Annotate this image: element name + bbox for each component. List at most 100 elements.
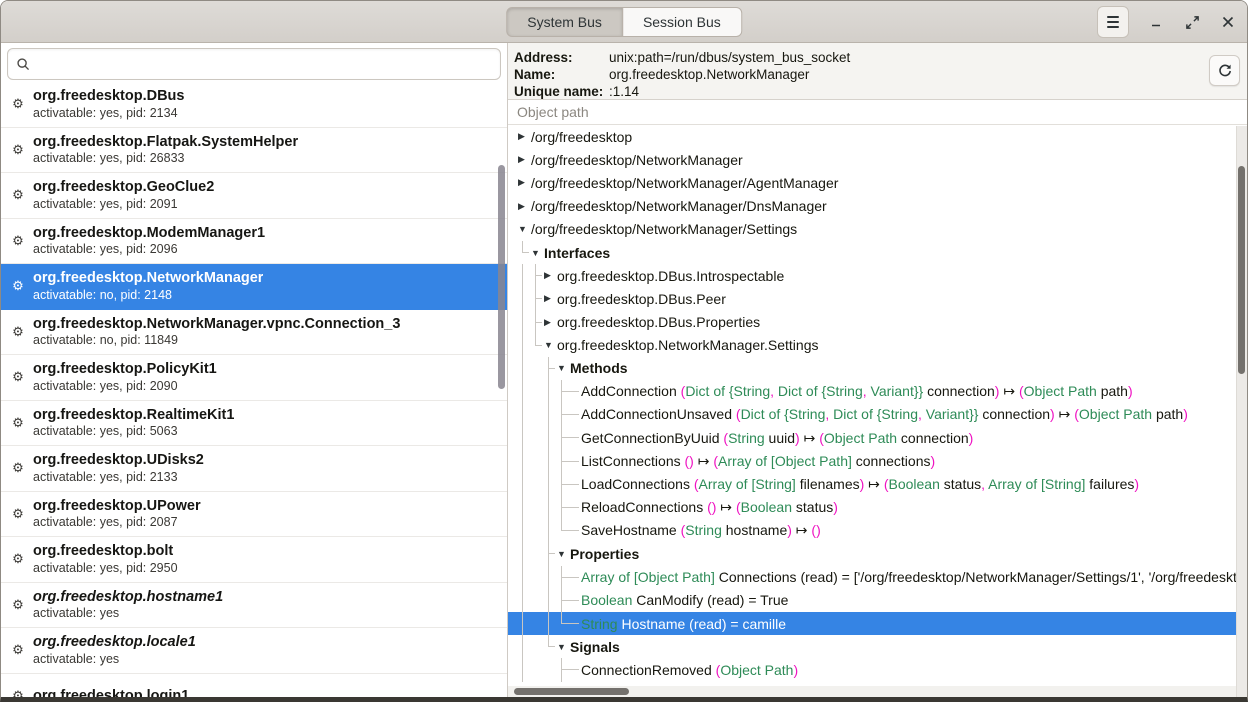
- tree-guide-cell: [529, 658, 542, 681]
- expander-closed-icon[interactable]: ▶: [518, 177, 525, 188]
- service-detail: activatable: yes, pid: 2950: [33, 560, 178, 575]
- tree-row-label: org.freedesktop.DBus.Introspectable: [557, 268, 784, 284]
- maximize-icon: [1185, 15, 1199, 29]
- menu-button[interactable]: [1097, 6, 1129, 38]
- service-list-item[interactable]: ⚙ org.freedesktop.locale1 activatable: y…: [1, 628, 507, 674]
- tree-guide-cell: [516, 588, 529, 612]
- tree-label-segment: (): [684, 452, 694, 469]
- expander-open-icon[interactable]: ▼: [557, 548, 566, 559]
- service-list-item[interactable]: ⚙ org.freedesktop.NetworkManager activat…: [1, 264, 507, 310]
- tree-row[interactable]: AddConnection (Dict of {String, Dict of …: [508, 380, 1247, 404]
- tree-horizontal-scrollbar-thumb[interactable]: [514, 688, 629, 695]
- tree-row[interactable]: GetConnectionByUuid (String uuid) ↦ (Obj…: [508, 426, 1247, 450]
- tree-guide-cell: [568, 566, 581, 589]
- service-list-item[interactable]: ⚙ org.freedesktop.UPower activatable: ye…: [1, 492, 507, 537]
- tab-system-bus[interactable]: System Bus: [506, 7, 623, 37]
- search-input[interactable]: [39, 55, 492, 73]
- tree-label-segment: LoadConnections: [581, 475, 694, 492]
- service-list-item[interactable]: ⚙ org.freedesktop.RealtimeKit1 activatab…: [1, 401, 507, 446]
- tree-row[interactable]: ▶ org.freedesktop.DBus.Introspectable: [508, 264, 1247, 288]
- tree-guide-cell: [516, 519, 529, 543]
- tree-row-label: /org/freedesktop/NetworkManager/AgentMan…: [531, 175, 838, 191]
- service-list-item[interactable]: ⚙ org.freedesktop.UDisks2 activatable: y…: [1, 446, 507, 492]
- tree-guide-cell: [516, 472, 529, 496]
- expander-closed-icon[interactable]: ▶: [544, 316, 551, 327]
- tree-row[interactable]: ▼ Signals: [508, 635, 1247, 659]
- tree-row[interactable]: ▶ /org/freedesktop/NetworkManager/AgentM…: [508, 171, 1247, 194]
- tree-guide-cell: [529, 333, 542, 357]
- tree-row-label: Properties: [570, 546, 639, 562]
- tree-guide-cell: [516, 240, 529, 264]
- tree-row[interactable]: ▶ org.freedesktop.DBus.Peer: [508, 287, 1247, 311]
- tree-row[interactable]: ListConnections () ↦ (Array of [Object P…: [508, 449, 1247, 473]
- expander-open-icon[interactable]: ▼: [531, 247, 540, 258]
- object-path-column-header[interactable]: Object path: [508, 100, 1247, 125]
- tree-label-segment: (: [723, 429, 729, 446]
- tree-label-segment: ,: [917, 406, 922, 423]
- tree-vertical-scrollbar-thumb[interactable]: [1238, 166, 1245, 374]
- tree-row[interactable]: ReloadConnections () ↦ (Boolean status): [508, 496, 1247, 520]
- tree-row[interactable]: ▼ /org/freedesktop/NetworkManager/Settin…: [508, 218, 1247, 241]
- maximize-button[interactable]: [1183, 13, 1201, 31]
- service-list-item[interactable]: ⚙ org.freedesktop.PolicyKit1 activatable…: [1, 355, 507, 401]
- expander-closed-icon[interactable]: ▶: [544, 293, 551, 304]
- tree-row[interactable]: LoadConnections (Array of [String] filen…: [508, 472, 1247, 496]
- expander-open-icon[interactable]: ▼: [557, 363, 566, 374]
- sidebar-scrollbar-thumb[interactable]: [498, 165, 505, 389]
- tree-label-segment: path: [1152, 406, 1184, 423]
- tree-label-segment: (): [707, 499, 717, 516]
- service-list-item[interactable]: ⚙ org.freedesktop.DBus activatable: yes,…: [1, 82, 507, 128]
- tree-label-segment: SaveHostname: [581, 522, 681, 539]
- tree-label-segment: ): [968, 429, 974, 446]
- tree-row[interactable]: Boolean CanModify (read) = True: [508, 588, 1247, 612]
- refresh-button[interactable]: [1209, 55, 1240, 86]
- expander-closed-icon[interactable]: ▶: [518, 131, 525, 142]
- service-gear-icon: ⚙: [12, 187, 24, 203]
- tree-row[interactable]: AddConnectionUnsaved (Dict of {String, D…: [508, 403, 1247, 427]
- search-area: [1, 43, 507, 82]
- expander-open-icon[interactable]: ▼: [557, 641, 566, 652]
- close-button[interactable]: [1219, 13, 1237, 31]
- expander-closed-icon[interactable]: ▶: [518, 154, 525, 165]
- tree-row[interactable]: Array of [Object Path] Connections (read…: [508, 565, 1247, 589]
- service-list-item[interactable]: ⚙ org.freedesktop.GeoClue2 activatable: …: [1, 173, 507, 219]
- service-list-item[interactable]: ⚙ org.freedesktop.login1: [1, 674, 507, 697]
- tree-horizontal-scrollbar[interactable]: [508, 686, 1236, 697]
- service-list-item[interactable]: ⚙ org.freedesktop.bolt activatable: yes,…: [1, 537, 507, 583]
- tree-guide-cell: [555, 611, 568, 635]
- tree-label-segment: ConnectionRemoved: [581, 661, 716, 678]
- tree-guide-cell: [542, 496, 555, 520]
- tab-session-bus[interactable]: Session Bus: [621, 7, 742, 37]
- tree-label-segment: ): [994, 383, 1000, 400]
- expander-closed-icon[interactable]: ▶: [518, 200, 525, 211]
- service-gear-icon: ⚙: [12, 460, 24, 476]
- expander-closed-icon[interactable]: ▶: [544, 270, 551, 281]
- tree-label-segment: hostname: [721, 522, 788, 539]
- tree-row-label: LoadConnections (Array of [String] filen…: [581, 476, 1139, 493]
- service-list-item[interactable]: ⚙ org.freedesktop.Flatpak.SystemHelper a…: [1, 128, 507, 173]
- tree-row[interactable]: ▶ /org/freedesktop: [508, 125, 1247, 148]
- tree-row[interactable]: String Hostname (read) = camille: [508, 611, 1247, 636]
- minimize-button[interactable]: [1147, 13, 1165, 31]
- tree-row[interactable]: ▼ Methods: [508, 356, 1247, 381]
- tree-label-segment: (): [811, 522, 821, 539]
- service-list-item[interactable]: ⚙ org.freedesktop.NetworkManager.vpnc.Co…: [1, 310, 507, 355]
- tree-row[interactable]: ConnectionRemoved (Object Path): [508, 658, 1247, 682]
- tree-row-label: String Hostname (read) = camille: [581, 616, 786, 632]
- tree-row[interactable]: ▼ Interfaces: [508, 240, 1247, 264]
- service-list-item[interactable]: ⚙ org.freedesktop.ModemManager1 activata…: [1, 219, 507, 264]
- tree-row[interactable]: ▶ org.freedesktop.DBus.Properties: [508, 310, 1247, 334]
- expander-open-icon[interactable]: ▼: [544, 340, 553, 351]
- tree-label-segment: ListConnections: [581, 452, 685, 469]
- tree-label-segment: connection: [897, 429, 969, 446]
- service-list-item[interactable]: ⚙ org.freedesktop.hostname1 activatable:…: [1, 583, 507, 628]
- tree-row[interactable]: ▼ Properties: [508, 542, 1247, 566]
- tree-vertical-scrollbar[interactable]: [1236, 126, 1247, 697]
- tree-row[interactable]: ▶ /org/freedesktop/NetworkManager/DnsMan…: [508, 195, 1247, 218]
- service-gear-icon: ⚙: [12, 414, 24, 430]
- tree-label-segment: org.freedesktop.DBus.Introspectable: [557, 267, 785, 284]
- tree-row[interactable]: ▶ /org/freedesktop/NetworkManager: [508, 148, 1247, 171]
- expander-open-icon[interactable]: ▼: [518, 224, 527, 235]
- tree-row[interactable]: SaveHostname (String hostname) ↦ (): [508, 519, 1247, 543]
- tree-row[interactable]: ▼ org.freedesktop.NetworkManager.Setting…: [508, 333, 1247, 357]
